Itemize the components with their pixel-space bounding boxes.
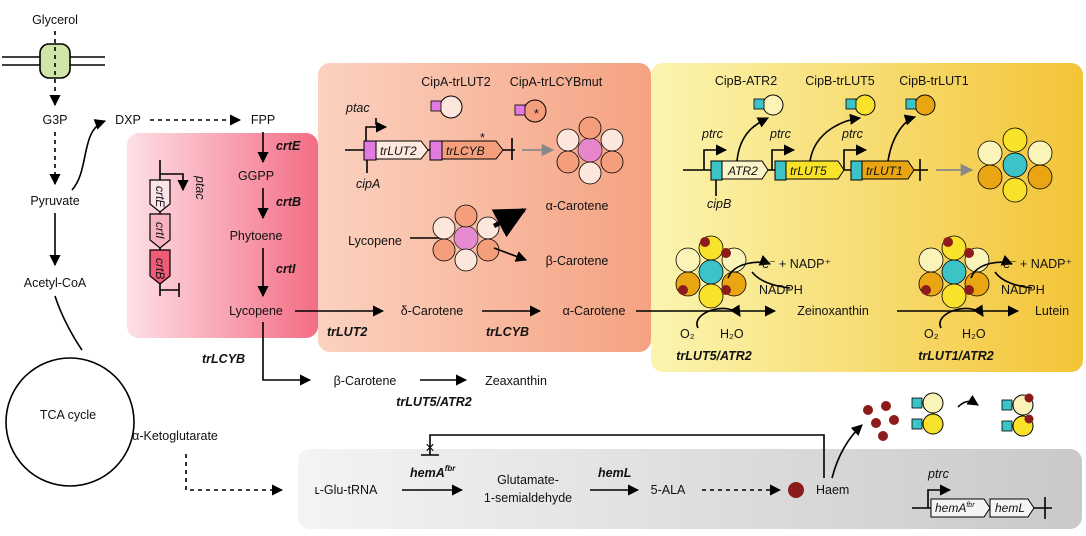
h2o-1: H₂O bbox=[720, 327, 744, 341]
ptrc-label-3: ptrc bbox=[841, 127, 864, 141]
beta-carotene-salmon: β-Carotene bbox=[546, 254, 609, 268]
lutein-label: Lutein bbox=[1035, 304, 1069, 318]
e-nadp-2: e⁻ + NADP⁺ bbox=[1003, 257, 1072, 271]
inhibition-x-mark: ✕ bbox=[425, 441, 435, 455]
cipa-complex-mid bbox=[432, 204, 500, 272]
heml-gene bbox=[989, 498, 1035, 518]
hema-gene-label: hemAfbr bbox=[935, 501, 975, 515]
pink-panel bbox=[127, 133, 318, 338]
alpha-carotene-label: α-Carotene bbox=[563, 304, 626, 318]
hema-enzyme: hemAfbr bbox=[410, 464, 456, 480]
hema-gene bbox=[930, 498, 991, 518]
cipa-trlut2-title: CipA-trLUT2 bbox=[421, 75, 491, 89]
trlut5-atr2-lower: trLUT5/ATR2 bbox=[396, 395, 472, 409]
trlut2-gene-label: trLUT2 bbox=[380, 144, 417, 158]
phytoene-label: Phytoene bbox=[230, 229, 283, 243]
cipa-scaffold-label: cipA bbox=[356, 177, 380, 191]
haem-dot bbox=[788, 482, 804, 498]
mutation-star-gene: * bbox=[480, 131, 485, 145]
g3p-label: G3P bbox=[42, 113, 67, 127]
trlut5-gene bbox=[785, 160, 845, 180]
trlut1-gene-label: trLUT1 bbox=[866, 164, 903, 178]
tca-label: TCA cycle bbox=[40, 408, 96, 422]
cipb-atr2-title: CipB-ATR2 bbox=[715, 74, 777, 88]
enzyme-with-haem bbox=[911, 392, 1034, 437]
nadph-1: NADPH bbox=[759, 283, 803, 297]
zeinoxanthin-label: Zeinoxanthin bbox=[797, 304, 869, 318]
gsa-label-2: 1-semialdehyde bbox=[484, 491, 572, 505]
atr2-gene-label: ATR2 bbox=[727, 164, 758, 178]
trlut2-enzyme: trLUT2 bbox=[327, 325, 367, 339]
crt-operon: ptac crtE crtI crtB bbox=[149, 160, 207, 297]
operon-promoter: ptac bbox=[193, 175, 207, 200]
glycerol-transporter bbox=[39, 43, 71, 79]
trlut1-gene bbox=[861, 160, 915, 180]
fpp-label: FPP bbox=[251, 113, 275, 127]
glu-trna-label: ʟ-Glu-tRNA bbox=[315, 483, 378, 497]
akg-label: α-Ketoglutarate bbox=[132, 429, 218, 443]
cipb-scaffold-label: cipB bbox=[707, 197, 731, 211]
crtb-enzyme: crtB bbox=[276, 195, 301, 209]
cipb-complex-left bbox=[675, 235, 747, 309]
lycopene-salmon: Lycopene bbox=[348, 234, 402, 248]
alpha-carotene-salmon: α-Carotene bbox=[546, 199, 609, 213]
o2-2: O₂ bbox=[924, 327, 939, 341]
heml-gene-label: hemL bbox=[995, 501, 1025, 515]
cipb-complex-top bbox=[977, 127, 1053, 203]
atr2-gene bbox=[721, 160, 769, 180]
h2o-2: H₂O bbox=[962, 327, 986, 341]
glycerol-label: Glycerol bbox=[32, 13, 78, 27]
dxp-label: DXP bbox=[115, 113, 141, 127]
heml-enzyme: hemL bbox=[598, 466, 631, 480]
crti-enzyme: crtI bbox=[276, 262, 296, 276]
o2-1: O₂ bbox=[680, 327, 695, 341]
trlcyb-gene-label: trLCYB bbox=[446, 144, 485, 158]
acetyl-coa-label: Acetyl-CoA bbox=[24, 276, 87, 290]
beta-carotene-lower: β-Carotene bbox=[334, 374, 397, 388]
tca-cycle bbox=[5, 357, 135, 487]
zeaxanthin-label: Zeaxanthin bbox=[485, 374, 547, 388]
haem-particles bbox=[863, 401, 899, 441]
ala-label: 5-ALA bbox=[651, 483, 686, 497]
trlut1-atr2-enzyme: trLUT1/ATR2 bbox=[918, 349, 994, 363]
trlut5-gene-label: trLUT5 bbox=[790, 164, 827, 178]
pyruvate-label: Pyruvate bbox=[30, 194, 79, 208]
trlcyb-lower-enzyme: trLCYB bbox=[202, 352, 245, 366]
cipa-trlcybmut-title: CipA-trLCYBmut bbox=[510, 75, 603, 89]
ptrc-label-2: ptrc bbox=[769, 127, 792, 141]
ggpp-label: GGPP bbox=[238, 169, 274, 183]
operon-gene-crte: crtE bbox=[153, 186, 167, 208]
nadph-2: NADPH bbox=[1001, 283, 1045, 297]
gray-panel bbox=[298, 449, 1082, 529]
trlcyb-enzyme: trLCYB bbox=[486, 325, 529, 339]
gsa-label-1: Glutamate- bbox=[497, 473, 559, 487]
operon-gene-crtb: crtB bbox=[153, 258, 167, 279]
cipa-block bbox=[363, 140, 377, 161]
cipb-trlut5-title: CipB-trLUT5 bbox=[805, 74, 875, 88]
trlut2-gene bbox=[375, 140, 429, 160]
cipb-trlut1-title: CipB-trLUT1 bbox=[899, 74, 969, 88]
e-nadp-1: e⁻ + NADP⁺ bbox=[762, 257, 831, 271]
delta-carotene-label: δ-Carotene bbox=[401, 304, 464, 318]
haem-label: Haem bbox=[816, 483, 849, 497]
trlut5-atr2-enzyme: trLUT5/ATR2 bbox=[676, 349, 752, 363]
trlcyb-gene bbox=[441, 140, 504, 160]
cipa-trlut2-protein bbox=[439, 95, 463, 119]
crte-enzyme: crtE bbox=[276, 139, 301, 153]
mutation-star: * bbox=[534, 107, 539, 121]
lycopene-label: Lycopene bbox=[229, 304, 283, 318]
ptac-promoter-label: ptac bbox=[345, 101, 370, 115]
ptrc-haem-label: ptrc bbox=[927, 467, 950, 481]
cipa-complex-top bbox=[556, 116, 624, 185]
ptrc-label-1: ptrc bbox=[701, 127, 724, 141]
operon-gene-crti: crtI bbox=[153, 222, 167, 239]
